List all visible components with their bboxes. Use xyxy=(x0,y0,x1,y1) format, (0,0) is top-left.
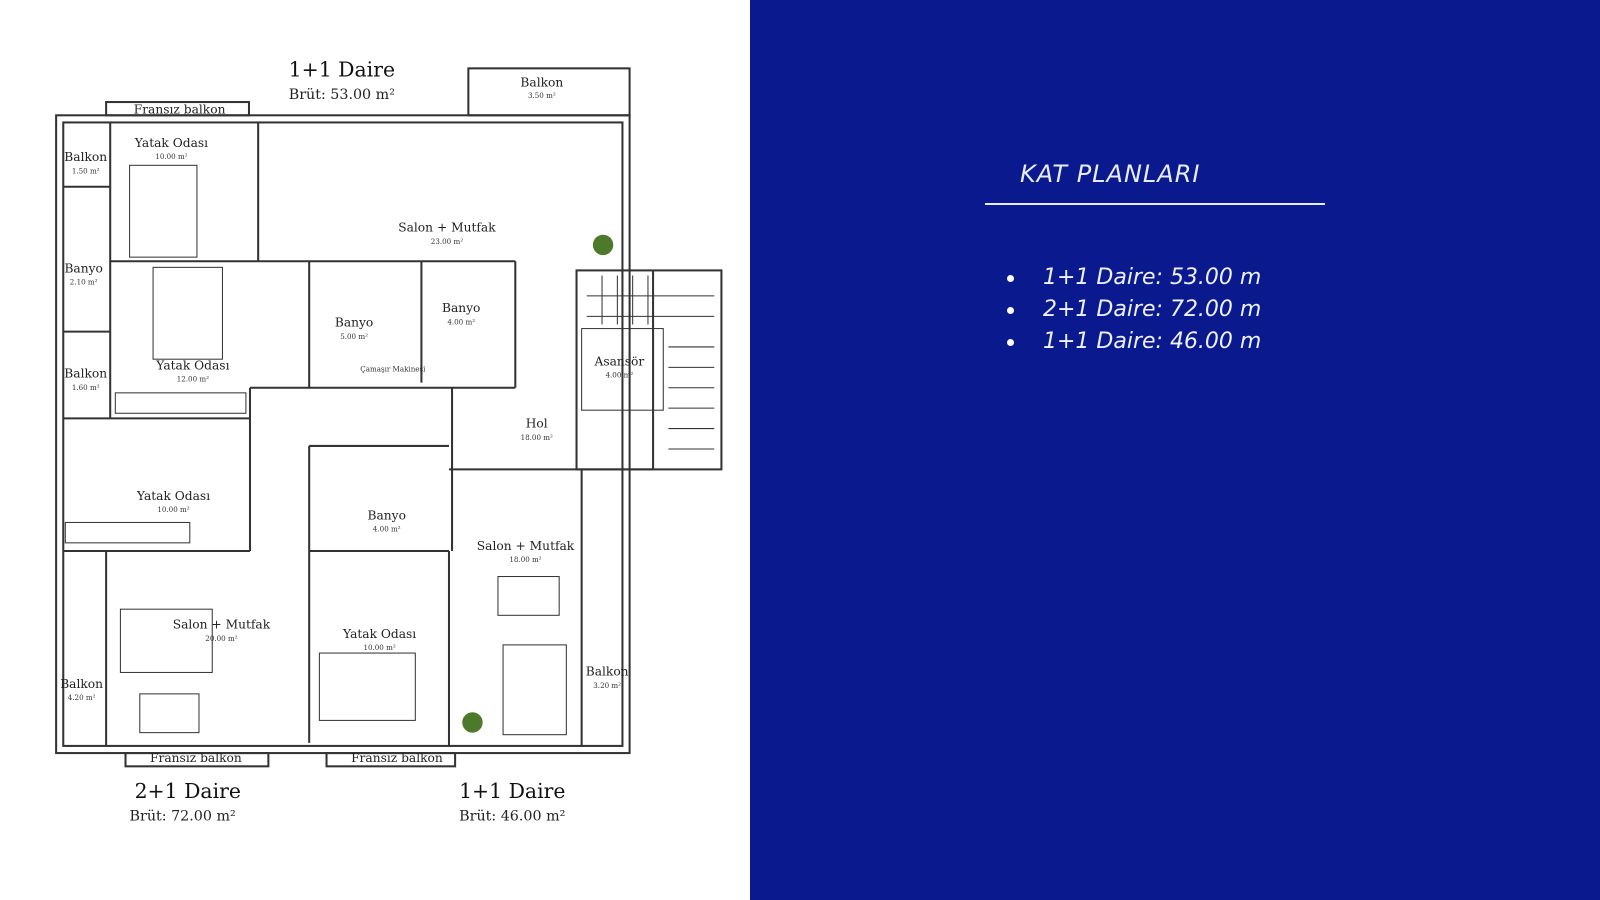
room-label: Balkon xyxy=(586,665,629,679)
room-area: 23.00 m² xyxy=(431,237,463,246)
room-area: 18.00 m² xyxy=(521,433,553,442)
room-area: 1.50 m² xyxy=(72,166,100,175)
room-area: 4.00 m² xyxy=(373,525,401,534)
room-area: 1.60 m² xyxy=(72,383,100,392)
room-area: 4.00 m² xyxy=(447,317,475,326)
room-label: Fransız balkon xyxy=(351,751,443,765)
room-area: 3.20 m² xyxy=(593,681,621,690)
room-area: 4.00 m² xyxy=(606,371,634,380)
plan-walls xyxy=(55,67,723,768)
room-area: 18.00 m² xyxy=(509,555,541,564)
list-item: 1+1 Daire: 46.00 m xyxy=(1005,326,1261,358)
list-item-text: 2+1 Daire: 72.00 m xyxy=(1043,297,1262,322)
room-label: Yatak Odası xyxy=(155,358,229,372)
room-label: Fransız balkon xyxy=(150,751,242,765)
title-divider xyxy=(985,203,1325,205)
slide-title: KAT PLANLARI xyxy=(1020,160,1201,188)
room-label: Balkon xyxy=(520,76,563,90)
room-label: Fransız balkon xyxy=(134,102,226,116)
room-label: Balkon xyxy=(64,150,107,164)
bullet-icon xyxy=(1007,307,1014,314)
bullet-icon xyxy=(1007,339,1014,346)
list-item-text: 1+1 Daire: 53.00 m xyxy=(1043,265,1262,290)
room-label: Salon + Mutfak xyxy=(173,618,271,632)
list-item: 1+1 Daire: 53.00 m xyxy=(1005,262,1261,294)
room-label: Banyo xyxy=(335,316,373,330)
list-item-text: 1+1 Daire: 46.00 m xyxy=(1043,329,1262,354)
unit-area: Brüt: 72.00 m² xyxy=(130,808,236,824)
list-item: 2+1 Daire: 72.00 m xyxy=(1005,294,1261,326)
room-label: Hol xyxy=(526,417,548,431)
room-label: Salon + Mutfak xyxy=(477,539,575,553)
room-label: Banyo xyxy=(64,261,102,275)
washing-machine-label: Çamaşır Makinesi xyxy=(360,364,426,373)
room-label: Banyo xyxy=(442,301,480,315)
room-area: 20.00 m² xyxy=(205,634,237,643)
room-area: 2.10 m² xyxy=(70,278,98,287)
bullet-icon xyxy=(1007,275,1014,282)
room-area: 5.00 m² xyxy=(340,332,368,341)
room-label: Asansör xyxy=(593,354,644,368)
room-area: 3.50 m² xyxy=(528,91,556,100)
room-label: Balkon xyxy=(60,677,103,691)
room-labels: Fransız balkon Balkon 3.50 m² Balkon 1.5… xyxy=(60,76,644,766)
room-area: 4.20 m² xyxy=(68,693,96,702)
unit-area: Brüt: 46.00 m² xyxy=(459,808,565,824)
unit-title: 1+1 Daire xyxy=(459,779,565,803)
room-label: Salon + Mutfak xyxy=(398,221,496,235)
room-label: Yatak Odası xyxy=(134,136,208,150)
unit-title: 1+1 Daire xyxy=(289,58,395,82)
room-area: 10.00 m² xyxy=(363,643,395,652)
room-label: Yatak Odası xyxy=(136,489,210,503)
room-label: Yatak Odası xyxy=(342,627,416,641)
unit-title: 2+1 Daire xyxy=(135,779,241,803)
unit-area: Brüt: 53.00 m² xyxy=(289,87,395,103)
room-area: 12.00 m² xyxy=(177,375,209,384)
unit-list: 1+1 Daire: 53.00 m 2+1 Daire: 72.00 m 1+… xyxy=(1005,262,1261,358)
info-panel xyxy=(750,0,1600,900)
room-label: Balkon xyxy=(64,367,107,381)
room-area: 10.00 m² xyxy=(157,505,189,514)
room-label: Banyo xyxy=(368,508,406,522)
room-area: 10.00 m² xyxy=(155,152,187,161)
